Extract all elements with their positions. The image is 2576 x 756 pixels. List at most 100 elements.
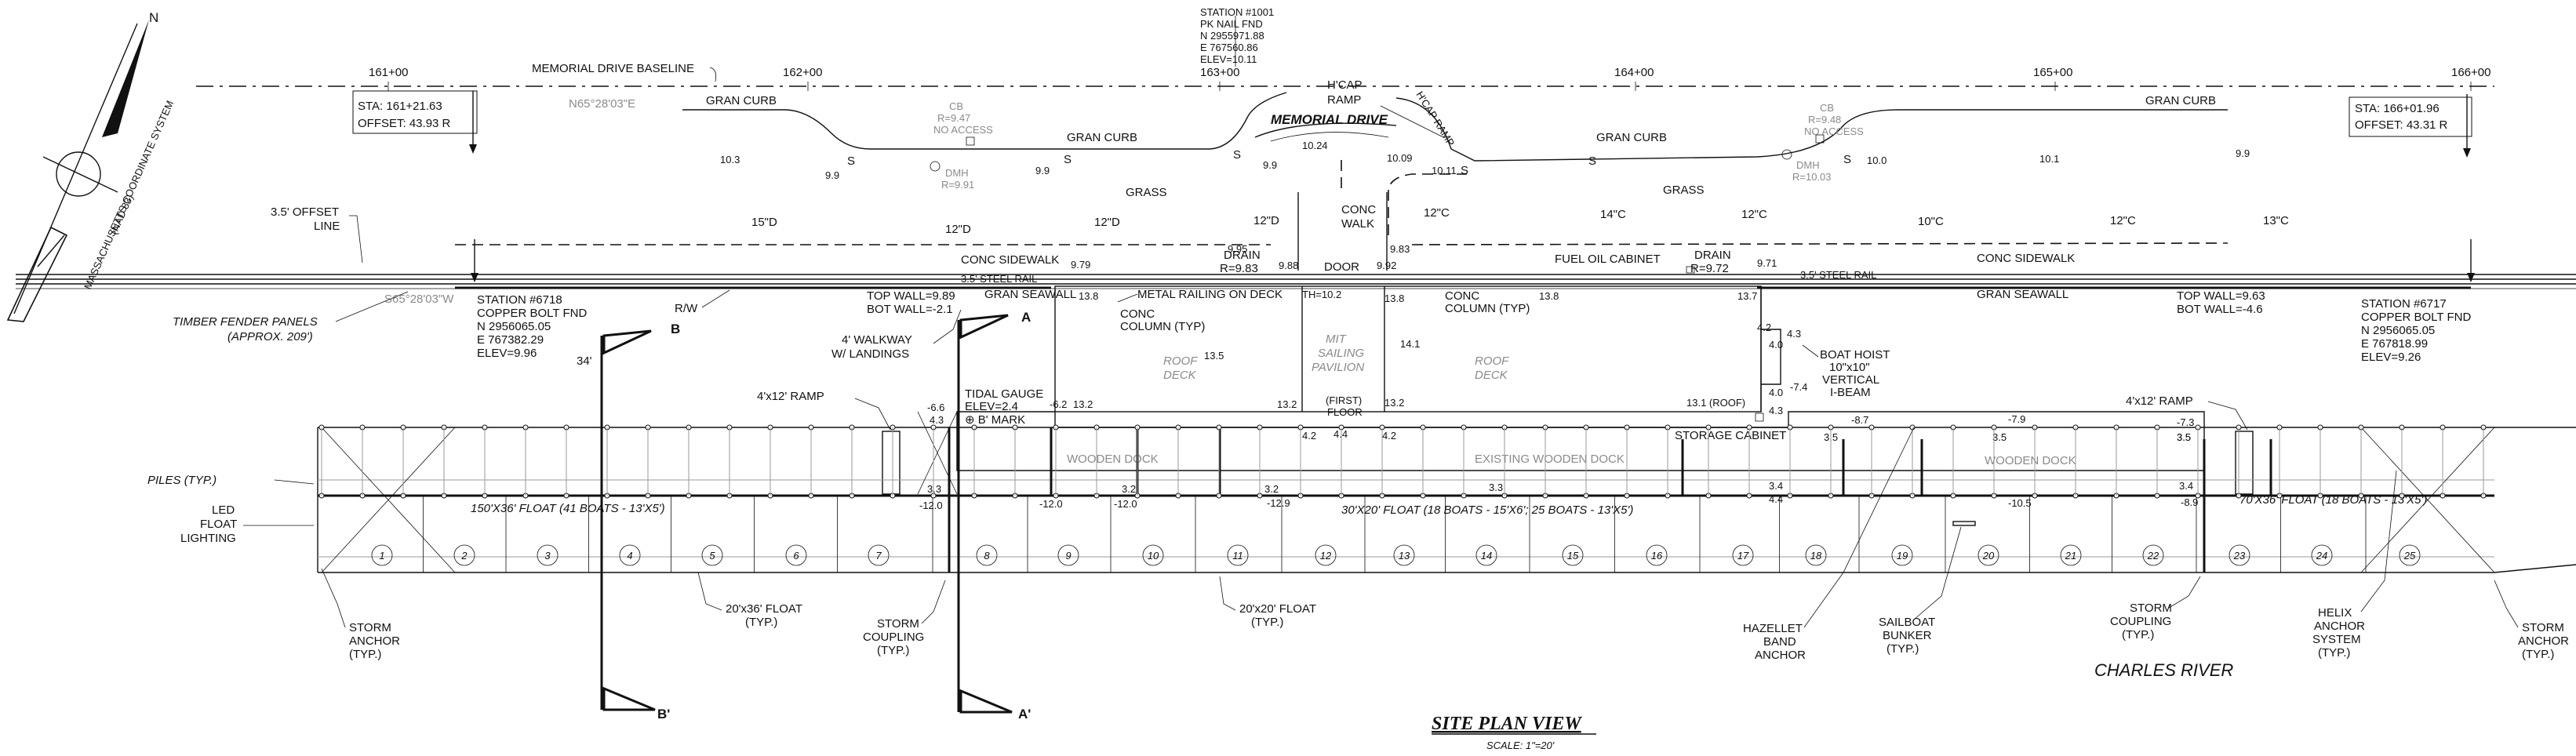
spot-elevations-dock: 9.79 13.8 9.95 9.88 TH=10.2 9.92 13.8 9.… bbox=[919, 243, 2198, 511]
slip-circle bbox=[2229, 544, 2250, 566]
slip-circle bbox=[1393, 544, 1415, 566]
slip-number: 12 bbox=[1320, 550, 1332, 562]
steel-rail-left: 3.5' STEEL RAIL bbox=[961, 273, 1037, 285]
gran-curb-3: GRAN CURB bbox=[1596, 131, 1667, 144]
station-162: 162+00 bbox=[783, 66, 822, 79]
baseline-bearing-top: N65°28'03"E bbox=[569, 97, 635, 111]
gran-curb-1: GRAN CURB bbox=[706, 94, 777, 107]
float-30-label: 30'X20' FLOAT (18 BOATS - 15'X6'; 25 BOA… bbox=[1341, 503, 1633, 517]
station-6717-line-1: STATION #6717 bbox=[2361, 297, 2447, 311]
slip-circle bbox=[2399, 544, 2421, 566]
helix-label-4: (TYP.) bbox=[2318, 646, 2350, 660]
storm-coupling-right-3: (TYP.) bbox=[2122, 628, 2154, 642]
s-mark-2: S bbox=[847, 154, 855, 168]
station-1001-line-3: N 2955971.88 bbox=[1200, 30, 1264, 42]
spot-25: 4.2 bbox=[1302, 430, 1316, 442]
right-annotations: TOP WALL=9.63 BOT WALL=-4.6 STATION #671… bbox=[2177, 239, 2475, 364]
spot-1: 10.3 bbox=[720, 154, 740, 165]
pavilion: ROOF DECK ROOF DECK MIT SAILING PAVILION… bbox=[1054, 285, 1890, 442]
spot-31: 4.3 bbox=[1769, 405, 1783, 416]
spot-35: -7.4 bbox=[1790, 381, 1807, 393]
storm-coupling-left-1: STORM bbox=[877, 617, 919, 631]
spot-51: 3.2 bbox=[1264, 483, 1279, 495]
charles-river-label: CHARLES RIVER bbox=[2094, 660, 2233, 680]
offset-right: OFFSET: 43.31 R bbox=[2355, 118, 2448, 132]
conc-sidewalk-1: CONC SIDEWALK bbox=[961, 253, 1059, 267]
float-20x36-label-1: 20'x36' FLOAT bbox=[726, 602, 802, 616]
slip-number: 16 bbox=[1651, 550, 1663, 562]
spot-7: 10.11 bbox=[1432, 165, 1457, 176]
tree-4: 12"D bbox=[1253, 214, 1279, 227]
storm-coupling-right-1: STORM bbox=[2130, 602, 2172, 615]
cb-right-n: NO ACCESS bbox=[1804, 125, 1864, 137]
baseline-bearing-bottom: S65°28'03"W bbox=[384, 293, 454, 306]
gran-curb-2: GRAN CURB bbox=[1067, 131, 1137, 144]
dim-34-label: 34' bbox=[577, 354, 592, 368]
first-floor-label-2: FLOOR bbox=[1327, 406, 1363, 418]
spot-30: 13.1 (ROOF) bbox=[1686, 397, 1745, 409]
north-label: N bbox=[149, 10, 158, 25]
slip-circle bbox=[1142, 544, 1164, 566]
wooden-dock-right: WOODEN DOCK bbox=[1985, 454, 2076, 467]
cb-right-r: R=9.48 bbox=[1808, 114, 1841, 125]
spot-33: 4.0 bbox=[1769, 339, 1783, 351]
hazellet-label-1: HAZELLET bbox=[1743, 622, 1803, 635]
storm-anchor-right-2: ANCHOR bbox=[2518, 634, 2569, 648]
gran-seawall-left: GRAN SEAWALL bbox=[984, 288, 1076, 301]
wooden-dock-left: WOODEN DOCK bbox=[1067, 453, 1159, 466]
dmh-left-r: R=9.91 bbox=[941, 179, 974, 191]
timber-fender-label-2: (APPROX. 209') bbox=[227, 330, 313, 343]
sta-left: STA: 161+21.63 bbox=[358, 100, 442, 113]
storm-coupling-left-2: COUPLING bbox=[863, 631, 924, 644]
spot-45: 3.5 bbox=[2177, 431, 2191, 443]
slip-circle bbox=[1562, 544, 1584, 566]
baseline: 161+00 162+00 163+00 164+00 165+00 166+0… bbox=[196, 62, 2494, 306]
spot-16: 9.92 bbox=[1377, 260, 1396, 271]
spot-19: 13.8 bbox=[1539, 290, 1559, 302]
slip-circle bbox=[537, 544, 558, 566]
metal-railing-label: METAL RAILING ON DECK bbox=[1137, 288, 1283, 301]
station-1001-line-5: ELEV=10.11 bbox=[1200, 53, 1257, 65]
slip-number: 25 bbox=[2403, 550, 2416, 562]
slip-circle bbox=[2311, 544, 2333, 566]
helix-label-2: ANCHOR bbox=[2314, 620, 2365, 633]
conc-column-label-1: CONC bbox=[1120, 307, 1155, 321]
spot-3: 9.9 bbox=[1035, 165, 1050, 176]
station-163: 163+00 bbox=[1200, 66, 1239, 79]
tree-8: 10"C bbox=[1918, 215, 1944, 228]
slip-number: 18 bbox=[1810, 550, 1822, 562]
slip-circle bbox=[1646, 544, 1668, 566]
conc-column-label-2: COLUMN (TYP) bbox=[1120, 320, 1205, 333]
storm-anchor-left-1: STORM bbox=[349, 621, 391, 634]
wooden-docks: WOODEN DOCK EXISTING WOODEN DOCK WOODEN … bbox=[757, 390, 2254, 495]
drain-right-r: R=9.72 bbox=[1690, 262, 1729, 275]
section-mark-b-prime: B' bbox=[657, 707, 670, 721]
spot-22: 13.5 bbox=[1204, 350, 1224, 362]
slip-circle bbox=[2060, 544, 2082, 566]
section-mark-b: B bbox=[671, 322, 680, 336]
s-mark-4: S bbox=[1461, 164, 1468, 177]
slip-number: 6 bbox=[793, 550, 799, 562]
spot-38: -6.2 bbox=[1050, 398, 1067, 410]
trees: 15"D 12"D 12"D 12"D 12"C 14"C 12"C 10"C … bbox=[751, 206, 2289, 236]
helix-label-1: HELIX bbox=[2318, 606, 2352, 620]
spot-15: TH=10.2 bbox=[1302, 289, 1341, 300]
existing-wooden-dock: EXISTING WOODEN DOCK bbox=[1475, 453, 1625, 466]
spot-2: 9.9 bbox=[825, 169, 839, 181]
slip-number: 2 bbox=[460, 550, 468, 562]
spot-6: 10.09 bbox=[1387, 152, 1413, 164]
ramp-label-left: 4'x12' RAMP bbox=[757, 390, 824, 403]
storm-anchor-right-3: (TYP.) bbox=[2522, 648, 2554, 661]
tree-6: 14"C bbox=[1600, 208, 1626, 221]
s-mark-5: S bbox=[1588, 154, 1596, 168]
drain-right: DRAIN bbox=[1694, 249, 1731, 262]
slip-circle bbox=[1805, 544, 1827, 566]
spot-17: 13.8 bbox=[1384, 293, 1404, 304]
s-mark-6: S bbox=[1843, 153, 1851, 166]
station-1001-line-1: STATION #1001 bbox=[1200, 6, 1274, 18]
spot-37: 4.3 bbox=[930, 414, 944, 426]
station-6718-line-2: COPPER BOLT FND bbox=[477, 307, 587, 320]
timber-fender-label-1: TIMBER FENDER PANELS bbox=[173, 315, 318, 329]
station-6718-line-4: E 767382.29 bbox=[477, 333, 544, 347]
slip-number: 14 bbox=[1481, 550, 1492, 562]
